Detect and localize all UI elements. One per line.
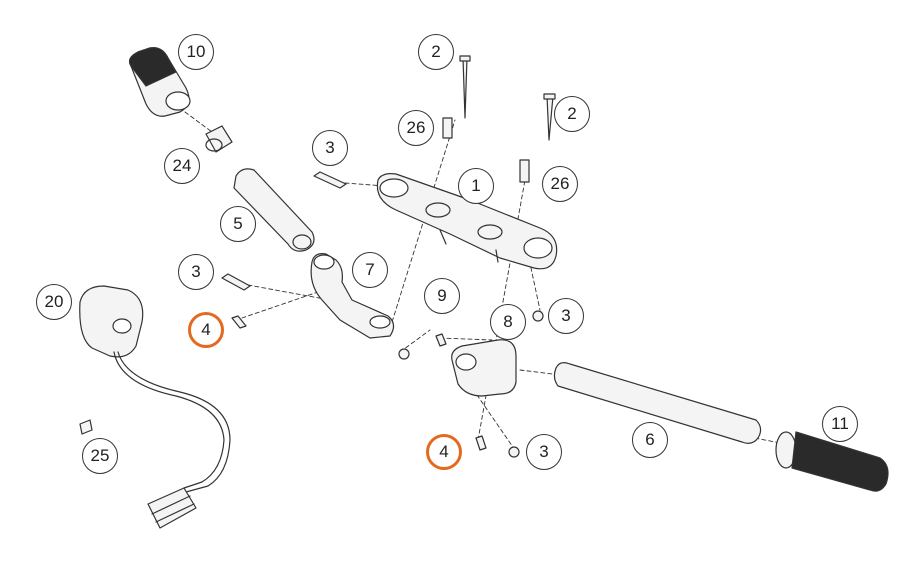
callout: 5 [220,206,256,242]
right-grip-part [775,431,889,492]
callout: 9 [424,278,460,314]
callout: 10 [178,34,214,70]
assembly-guide-lines [184,111,791,451]
right-tube-part [553,362,762,444]
collar-part [205,125,233,153]
callout: 2 [418,34,454,70]
callout: 11 [822,406,858,442]
callout: 3 [312,130,348,166]
left-tube-part [233,168,315,252]
callout: 8 [490,304,526,340]
callout: 1 [458,168,494,204]
callout: 24 [164,148,200,184]
callout: 3 [526,434,562,470]
clip-part [79,419,93,435]
left-grip-part [128,47,191,117]
callout: 20 [36,284,72,320]
callout-highlighted: 4 [426,434,462,470]
top-clamp-part [376,173,558,270]
callout: 7 [352,252,388,288]
callout: 3 [548,298,584,334]
callout: 26 [398,110,434,146]
right-riser-part [451,339,517,397]
callout: 6 [632,422,668,458]
callout-highlighted: 4 [188,312,224,348]
screw-parts [221,171,544,458]
left-riser-part [310,253,395,339]
callout: 26 [542,166,578,202]
callout: 25 [82,438,118,474]
bolt-spacer-parts [442,55,556,183]
callout: 2 [554,96,590,132]
switch-housing-part [79,285,231,529]
callout: 3 [178,254,214,290]
